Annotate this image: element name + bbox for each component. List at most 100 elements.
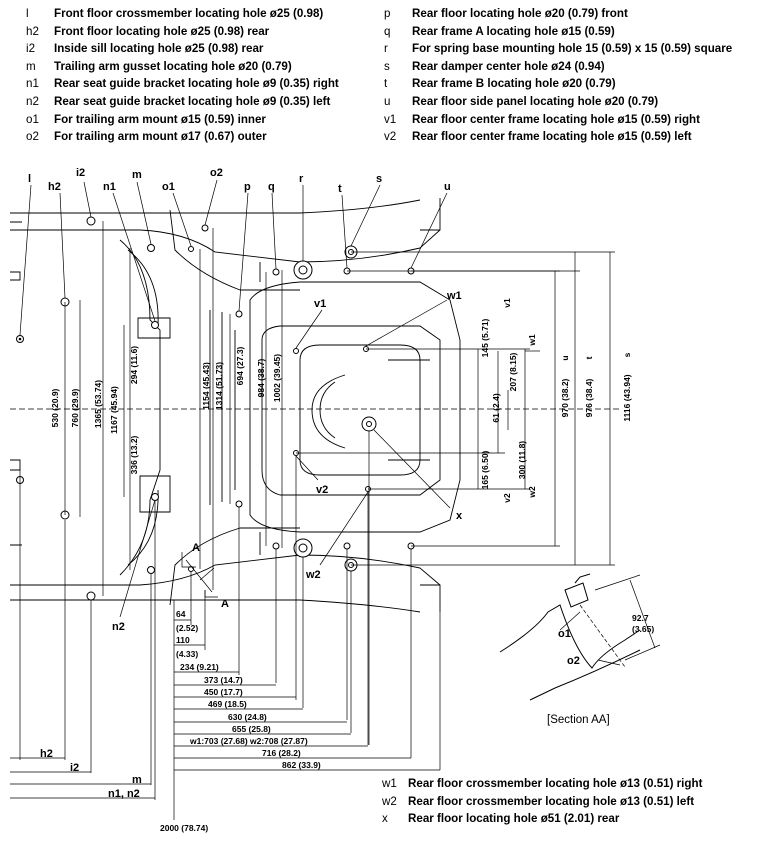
legend-code: o1 [26,112,39,126]
legend-row: w1 Rear floor crossmember locating hole ø… [382,775,754,793]
dim-165: 165 (6.50) [480,450,490,489]
ref-h2: h2 [40,748,53,760]
section-o1-label: o1 [558,628,571,640]
legend-code: i2 [26,42,36,56]
dim-1002: 1002 (39.45) [272,354,282,402]
legend-code: v1 [384,112,397,126]
callout-n1: n1 [103,181,116,193]
callout-n2: n2 [112,621,125,633]
section-aa-title: [Section AA] [547,714,610,726]
legend-text: Rear floor center frame locating hole ø1… [412,130,692,144]
legend-text: Rear floor crossmember locating hole ø13… [408,777,703,790]
dim-373: 373 (14.7) [204,675,243,685]
callout-u: u [444,181,451,193]
dim-1365: 1365 (53.74) [93,380,103,428]
dim-1167: 1167 (45.94) [109,386,119,434]
dim-w1-w2: w1:703 (27.68) w2:708 (27.87) [189,736,308,746]
legend-code: t [384,77,388,91]
dim-v1-ref: v1 [502,298,512,308]
legend-row: h2 Front floor locating hole ø25 (0.98) r… [26,23,376,41]
legend-row: o1 For trailing arm mount ø15 (0.59) inne… [26,111,376,129]
legend-code: x [382,812,388,826]
legend-text: Rear seat guide bracket locating hole ø9… [54,94,331,108]
legend-text: Rear floor locating hole ø51 (2.01) rear [408,812,620,826]
legend-text: For trailing arm mount ø15 (0.59) inner [54,112,266,126]
legend-code: l [26,7,29,20]
legend-text: Trailing arm gusset locating hole ø20 (0… [54,59,292,73]
dim-145: 145 (5.71) [480,318,490,357]
legend-text: Rear damper center hole ø24 (0.94) [412,59,605,73]
callout-v2: v2 [316,484,328,496]
legend-code: s [384,59,390,73]
legend-text: For spring base mounting hole 15 (0.59) … [412,42,733,56]
legend-row: w2 Rear floor crossmember locating hole ø… [382,793,754,811]
callout-v1: v1 [314,298,326,310]
legend-text: Rear floor center frame locating hole ø1… [412,112,700,126]
total-length-dim: 2000 (78.74) [160,823,208,833]
callout-q: q [268,181,275,193]
legend-text: Rear floor side panel locating hole ø20 … [412,94,659,108]
dim-976: 976 (38.4) [584,378,594,417]
dim-t-ref: t [584,356,594,359]
dim-v2-ref: v2 [502,493,512,503]
legend-code: u [384,94,391,108]
callout-o1: o1 [162,181,175,193]
legend-text: Rear seat guide bracket locating hole ø9… [54,77,339,91]
legend-row: x Rear floor locating hole ø51 (2.01) rea… [382,810,754,828]
dim-207: 207 (8.15) [508,352,518,391]
callout-s: s [376,173,382,185]
dim-716: 716 (28.2) [262,748,301,758]
dim-862: 862 (33.9) [282,760,321,770]
dim-530: 530 (20.9) [50,388,60,427]
legend-code: w2 [382,794,397,808]
callout-t: t [338,183,342,195]
legend-code: n1 [26,77,39,91]
legend-code: q [384,24,391,38]
callout-o2: o2 [210,167,223,179]
legend-code: w1 [382,777,397,790]
legend-code: n2 [26,94,39,108]
dim-234: 234 (9.21) [180,662,219,672]
legend-code: h2 [26,24,39,38]
legend-code: v2 [384,130,397,144]
ref-n1-n2: n1, n2 [108,788,140,800]
dim-64: 64 [176,609,186,619]
section-dim-in: (3.65) [632,624,654,634]
dim-w1-ref: w1 [527,334,537,347]
legend-row: v2 Rear floor center frame locating hole … [384,128,756,146]
dim-630: 630 (24.8) [228,712,267,722]
legend-text: Front floor locating hole ø25 (0.98) rea… [54,24,270,38]
legend-row: u Rear floor side panel locating hole ø20… [384,93,756,111]
dim-970: 970 (38.2) [560,378,570,417]
legend-row: n2 Rear seat guide bracket locating hole … [26,93,376,111]
dim-64-in: (2.52) [176,623,198,633]
dim-694: 694 (27.3) [235,346,245,385]
legend-row: s Rear damper center hole ø24 (0.94) [384,58,756,76]
legend-row: v1 Rear floor center frame locating hole … [384,111,756,129]
dim-294: 294 (11.6) [129,346,139,384]
dim-1314: 1314 (51.73) [214,362,224,410]
callout-w2: w2 [305,569,321,581]
dim-655: 655 (25.8) [232,724,271,734]
callout-x: x [456,510,463,522]
legend-row: o2 For trailing arm mount ø17 (0.67) oute… [26,128,376,146]
dim-469: 469 (18.5) [208,699,247,709]
dim-336: 336 (13.2) [129,435,139,474]
legend-code: o2 [26,130,39,144]
legend-text: Rear floor locating hole ø20 (0.79) fron… [412,7,628,20]
ref-i2: i2 [70,762,79,774]
section-mark-a-bottom: A [221,598,229,610]
legend-code: p [384,7,391,20]
legend-text: Rear floor crossmember locating hole ø13… [408,794,695,808]
legend-row: n1 Rear seat guide bracket locating hole … [26,75,376,93]
legend-text: For trailing arm mount ø17 (0.67) outer [54,130,267,144]
dim-1116: 1116 (43.94) [622,374,632,421]
callout-l: l [28,173,31,185]
